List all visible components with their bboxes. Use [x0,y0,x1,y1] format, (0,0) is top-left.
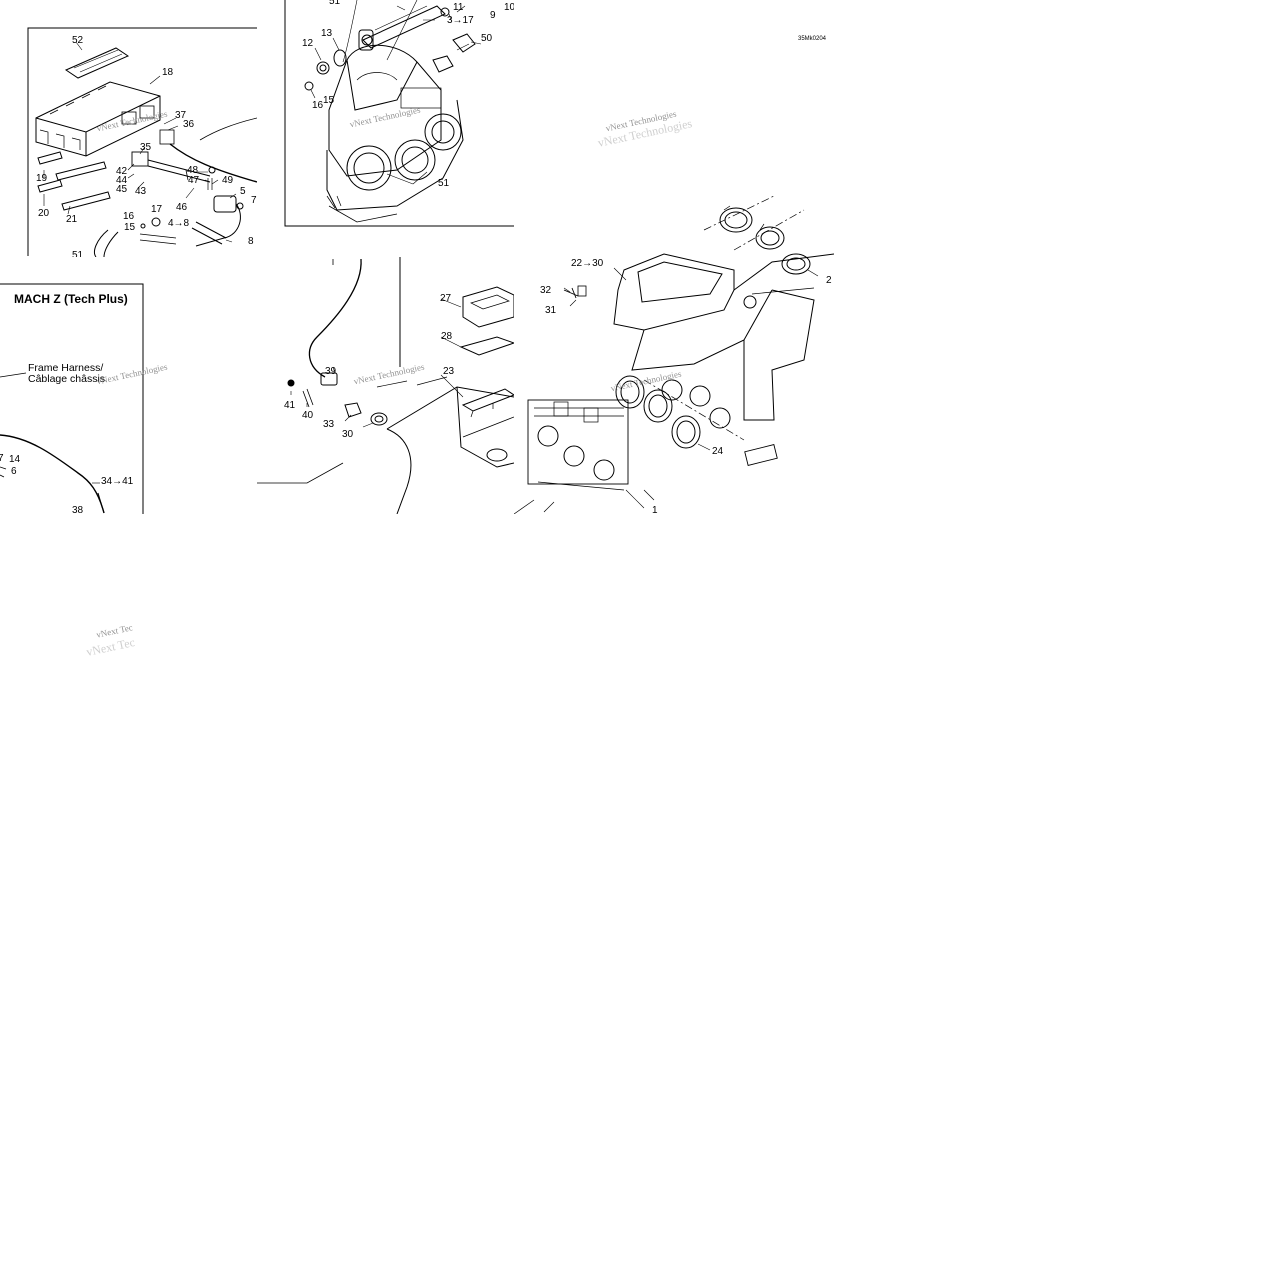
callout-16: 16 [312,100,324,111]
callout-23: 23 [443,366,455,377]
callout-42: 42 [116,166,128,177]
callout-11: 11 [453,2,464,13]
diagram-tile-airbox: 22→30 32 31 2 24 1 vNext Technologies [514,190,834,514]
callout-28: 28 [441,331,453,342]
callout-51: 51 [438,178,450,189]
callout-41: 41 [284,400,296,411]
callout-27: 27 [440,293,452,304]
callout-10: 10 [504,2,514,13]
diagram-tile-sensor: 39 41 40 33 30 27 28 23 vNext Technologi… [257,257,514,514]
callout-30: 30 [342,429,354,440]
callout-35: 35 [140,142,152,153]
callout-46: 46 [176,202,188,213]
callout-37: 37 [175,110,187,121]
callout-18: 18 [162,67,174,78]
callout-9: 9 [490,10,496,21]
diagram-tile-mach-z: MACH Z (Tech Plus) Frame Harness/ Câblag… [0,257,257,514]
callout-32: 32 [540,285,552,296]
panel-title: MACH Z (Tech Plus) [14,292,128,306]
callout-19: 19 [36,173,48,184]
callout-49: 49 [222,175,234,186]
callout-38: 38 [72,505,84,514]
callout-15: 15 [124,222,136,233]
carburetor-drawing [284,0,514,227]
callout-13: 13 [321,28,333,39]
airbox-drawing [514,195,834,514]
callout-45: 45 [116,184,128,195]
callout-33: 33 [323,419,335,430]
callout-34-41: 34→41 [101,476,134,487]
intake-harness-drawing [27,27,257,257]
callout-2: 2 [826,275,832,286]
callout-24: 24 [712,446,724,457]
callout-51: 51 [329,0,341,7]
callout-21: 21 [66,214,78,225]
diagram-tile-intake-harness: 52 18 37 36 35 42 44 45 43 48 47 49 46 5… [0,0,257,257]
sensor-drawing [257,257,514,514]
callout-20: 20 [38,208,50,219]
callout-1: 1 [652,505,658,514]
callout-5: 5 [240,186,246,197]
callout-36: 36 [183,119,195,130]
callout-7: 7 [0,453,4,464]
callout-16: 16 [123,211,135,222]
callout-43: 43 [135,186,147,197]
callout-22-30: 22→30 [571,258,604,269]
callout-8: 8 [248,236,254,247]
callout-52: 52 [72,35,84,46]
callout-15: 15 [323,95,335,106]
callout-14: 14 [9,454,21,465]
harness-label-fr: Câblage châssis [28,373,106,385]
callout-51: 51 [72,250,84,257]
callout-39: 39 [325,366,337,377]
harness-label-en: Frame Harness/ [28,362,104,374]
watermark-fragment-shadow: vNext Tec [84,635,137,659]
callout-7: 7 [251,195,257,206]
mach-z-drawing [0,283,144,514]
callout-40: 40 [302,410,314,421]
callout-50: 50 [481,33,493,44]
callout-17: 17 [151,204,163,215]
callout-47: 47 [188,175,200,186]
callout-44: 44 [116,175,128,186]
callout-4-8: 4→8 [168,218,190,229]
callout-31: 31 [545,305,557,316]
drawing-code: 35Mk0204 [798,36,827,42]
diagram-tile-carburetors: 51 11 10 9 3→17 50 12 13 16 15 51 vNext … [257,0,514,257]
callout-3-17: 3→17 [447,15,474,26]
callout-6: 6 [11,466,17,477]
callout-12: 12 [302,38,314,49]
callout-48: 48 [187,165,199,176]
